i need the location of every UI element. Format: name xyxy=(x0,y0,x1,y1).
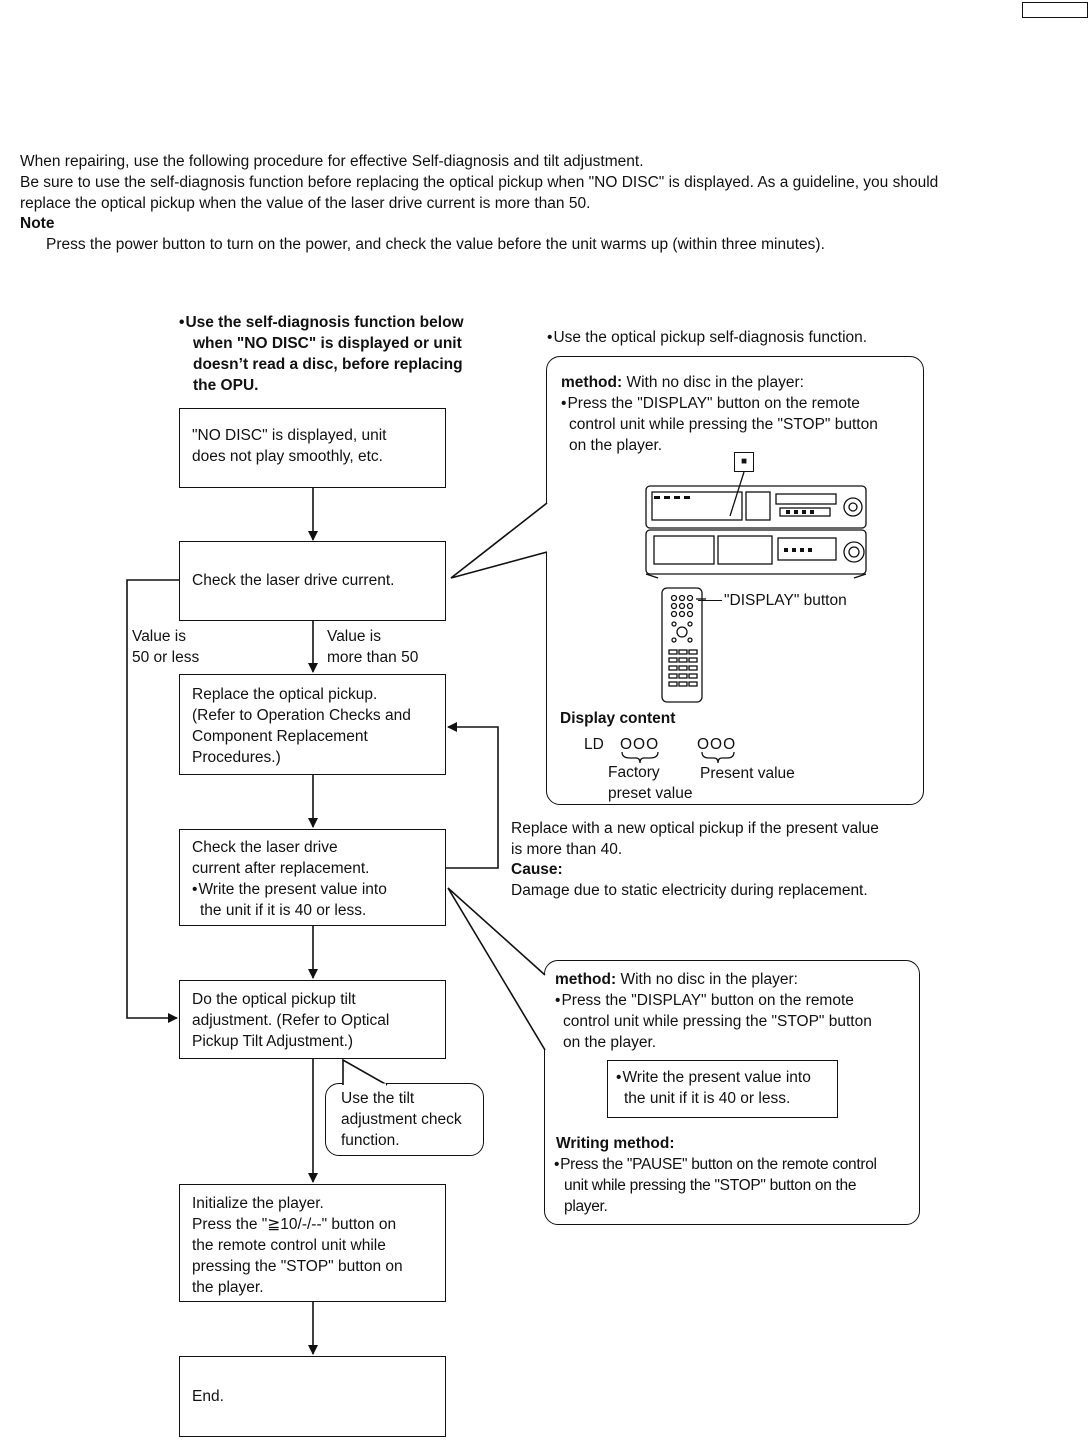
step-line: control unit while pressing the "STOP" b… xyxy=(569,416,878,433)
writing-step-line: Press the "PAUSE" button on the remote c… xyxy=(554,1154,877,1175)
present-value: OOO xyxy=(697,736,737,753)
display-content-label: Display content xyxy=(560,710,676,727)
factory-preset-label: Factory preset value xyxy=(608,762,692,804)
remote-control-icon xyxy=(661,587,706,703)
step-text: adjustment. (Refer to Optical xyxy=(192,1012,390,1029)
cause-text: Damage due to static electricity during … xyxy=(511,882,868,899)
step-text: Check the laser drive xyxy=(192,839,338,856)
box-text: the unit if it is 40 or less. xyxy=(624,1090,791,1107)
branch-label-50-or-less: Value is 50 or less xyxy=(132,626,199,668)
step-line: on the player. xyxy=(563,1034,657,1051)
factory-brace-icon xyxy=(621,751,659,764)
write-value-box: Write the present value into the unit if… xyxy=(607,1060,838,1118)
step-text: Check the laser drive current. xyxy=(192,572,395,589)
step-text: "NO DISC" is displayed, unit xyxy=(192,427,387,444)
step-text: Replace the optical pickup. xyxy=(192,686,378,703)
step-line: Press the "DISPLAY" button on the remote xyxy=(555,990,919,1011)
loop-retry-replace xyxy=(446,722,499,869)
step-text: Component Replacement xyxy=(192,728,368,745)
branch-text: Value is xyxy=(327,628,381,645)
step-text: the unit if it is 40 or less. xyxy=(200,902,367,919)
step-text: Write the present value into xyxy=(192,879,433,900)
branch-text: Value is xyxy=(132,628,186,645)
method-line: method: With no disc in the player: xyxy=(555,969,919,990)
step-text: Do the optical pickup tilt xyxy=(192,991,356,1008)
flow-step-check-current: Check the laser drive current. xyxy=(179,541,446,621)
label-text: Factory xyxy=(608,764,660,781)
step-text: current after replacement. xyxy=(192,860,370,877)
step-line: control unit while pressing the "STOP" b… xyxy=(563,1013,872,1030)
intro-line-1: When repairing, use the following proced… xyxy=(20,153,644,170)
note-text: Press the power button to turn on the po… xyxy=(46,236,825,253)
replace-note-line-1: Replace with a new optical pickup if the… xyxy=(511,820,879,837)
intro-line-2: Be sure to use the self-diagnosis functi… xyxy=(20,174,939,191)
step-text: the remote control unit while xyxy=(192,1237,386,1254)
heading-left: Use the self-diagnosis function below wh… xyxy=(179,312,463,396)
method-line: method: With no disc in the player: xyxy=(561,372,923,393)
callout-text: Use the tilt xyxy=(341,1090,415,1107)
flow-step-tilt-adjustment: Do the optical pickup tilt adjustment. (… xyxy=(179,980,446,1059)
method-label: method: xyxy=(555,971,617,988)
flow-step-end: End. xyxy=(179,1356,446,1437)
method-text: With no disc in the player: xyxy=(620,971,798,988)
note-label: Note xyxy=(20,215,55,232)
step-text: does not play smoothly, etc. xyxy=(192,448,383,465)
step-text: Pickup Tilt Adjustment.) xyxy=(192,1033,354,1050)
display-button-label: "DISPLAY" button xyxy=(698,590,847,611)
step-text: Initialize the player. xyxy=(192,1195,324,1212)
display-button-text: "DISPLAY" button xyxy=(724,592,847,609)
branch-label-more-than-50: Value is more than 50 xyxy=(327,626,418,668)
heading-left-line-4: the OPU. xyxy=(193,377,259,394)
loop-50-or-less xyxy=(126,579,179,1023)
step-text: the player. xyxy=(192,1279,264,1296)
branch-text: 50 or less xyxy=(132,649,200,666)
branch-text: more than 50 xyxy=(327,649,419,666)
writing-method-label: Writing method: xyxy=(556,1135,675,1152)
intro-line-3: replace the optical pickup when the valu… xyxy=(20,195,591,212)
tilt-check-callout: Use the tilt adjustment check function. xyxy=(325,1083,484,1156)
flow-step-initialize: Initialize the player. Press the "≧10/-/… xyxy=(179,1184,446,1302)
heading-left-line-1: Use the self-diagnosis function below xyxy=(179,312,463,333)
step-text: pressing the "STOP" button on xyxy=(192,1258,403,1275)
step-text: (Refer to Operation Checks and xyxy=(192,707,411,724)
stop-button-icon: ■ xyxy=(734,452,754,472)
method-text: With no disc in the player: xyxy=(626,374,804,391)
writing-steps: Press the "PAUSE" button on the remote c… xyxy=(554,1154,877,1217)
step-text: Press the "≧10/-/--" button on xyxy=(192,1216,397,1233)
heading-left-line-2: when "NO DISC" is displayed or unit xyxy=(193,335,462,352)
step-line: Press the "DISPLAY" button on the remote xyxy=(561,393,923,414)
factory-value: OOO xyxy=(620,736,660,753)
replace-note-line-2: is more than 40. xyxy=(511,841,623,858)
heading-right: Use the optical pickup self-diagnosis fu… xyxy=(547,327,867,348)
self-diagnosis-callout: method: With no disc in the player: Pres… xyxy=(546,356,924,805)
stereo-player-icon xyxy=(645,471,867,579)
leader-line xyxy=(698,600,722,602)
present-value-label: Present value xyxy=(700,765,795,782)
heading-left-line-3: doesn’t read a disc, before replacing xyxy=(193,356,463,373)
writing-step-line: unit while pressing the "STOP" button on… xyxy=(564,1177,857,1194)
step-text: End. xyxy=(192,1388,224,1405)
label-text: preset value xyxy=(608,785,693,802)
callout-text: function. xyxy=(341,1132,400,1149)
step-text: Procedures.) xyxy=(192,749,281,766)
present-brace-icon xyxy=(701,751,735,764)
writing-step-line: player. xyxy=(564,1198,608,1215)
callout-text: adjustment check xyxy=(341,1111,462,1128)
flow-step-no-disc: "NO DISC" is displayed, unit does not pl… xyxy=(179,408,446,488)
method-label: method: xyxy=(561,374,623,391)
cause-label: Cause: xyxy=(511,861,563,878)
flow-step-replace-pickup: Replace the optical pickup. (Refer to Op… xyxy=(179,674,446,775)
step-line: on the player. xyxy=(569,437,663,454)
box-text: Write the present value into xyxy=(616,1067,837,1088)
ld-label: LD xyxy=(584,736,604,753)
write-value-callout: method: With no disc in the player: Pres… xyxy=(544,960,920,1225)
flow-step-check-after-replacement: Check the laser drive current after repl… xyxy=(179,829,446,926)
page-tab xyxy=(1022,2,1088,18)
